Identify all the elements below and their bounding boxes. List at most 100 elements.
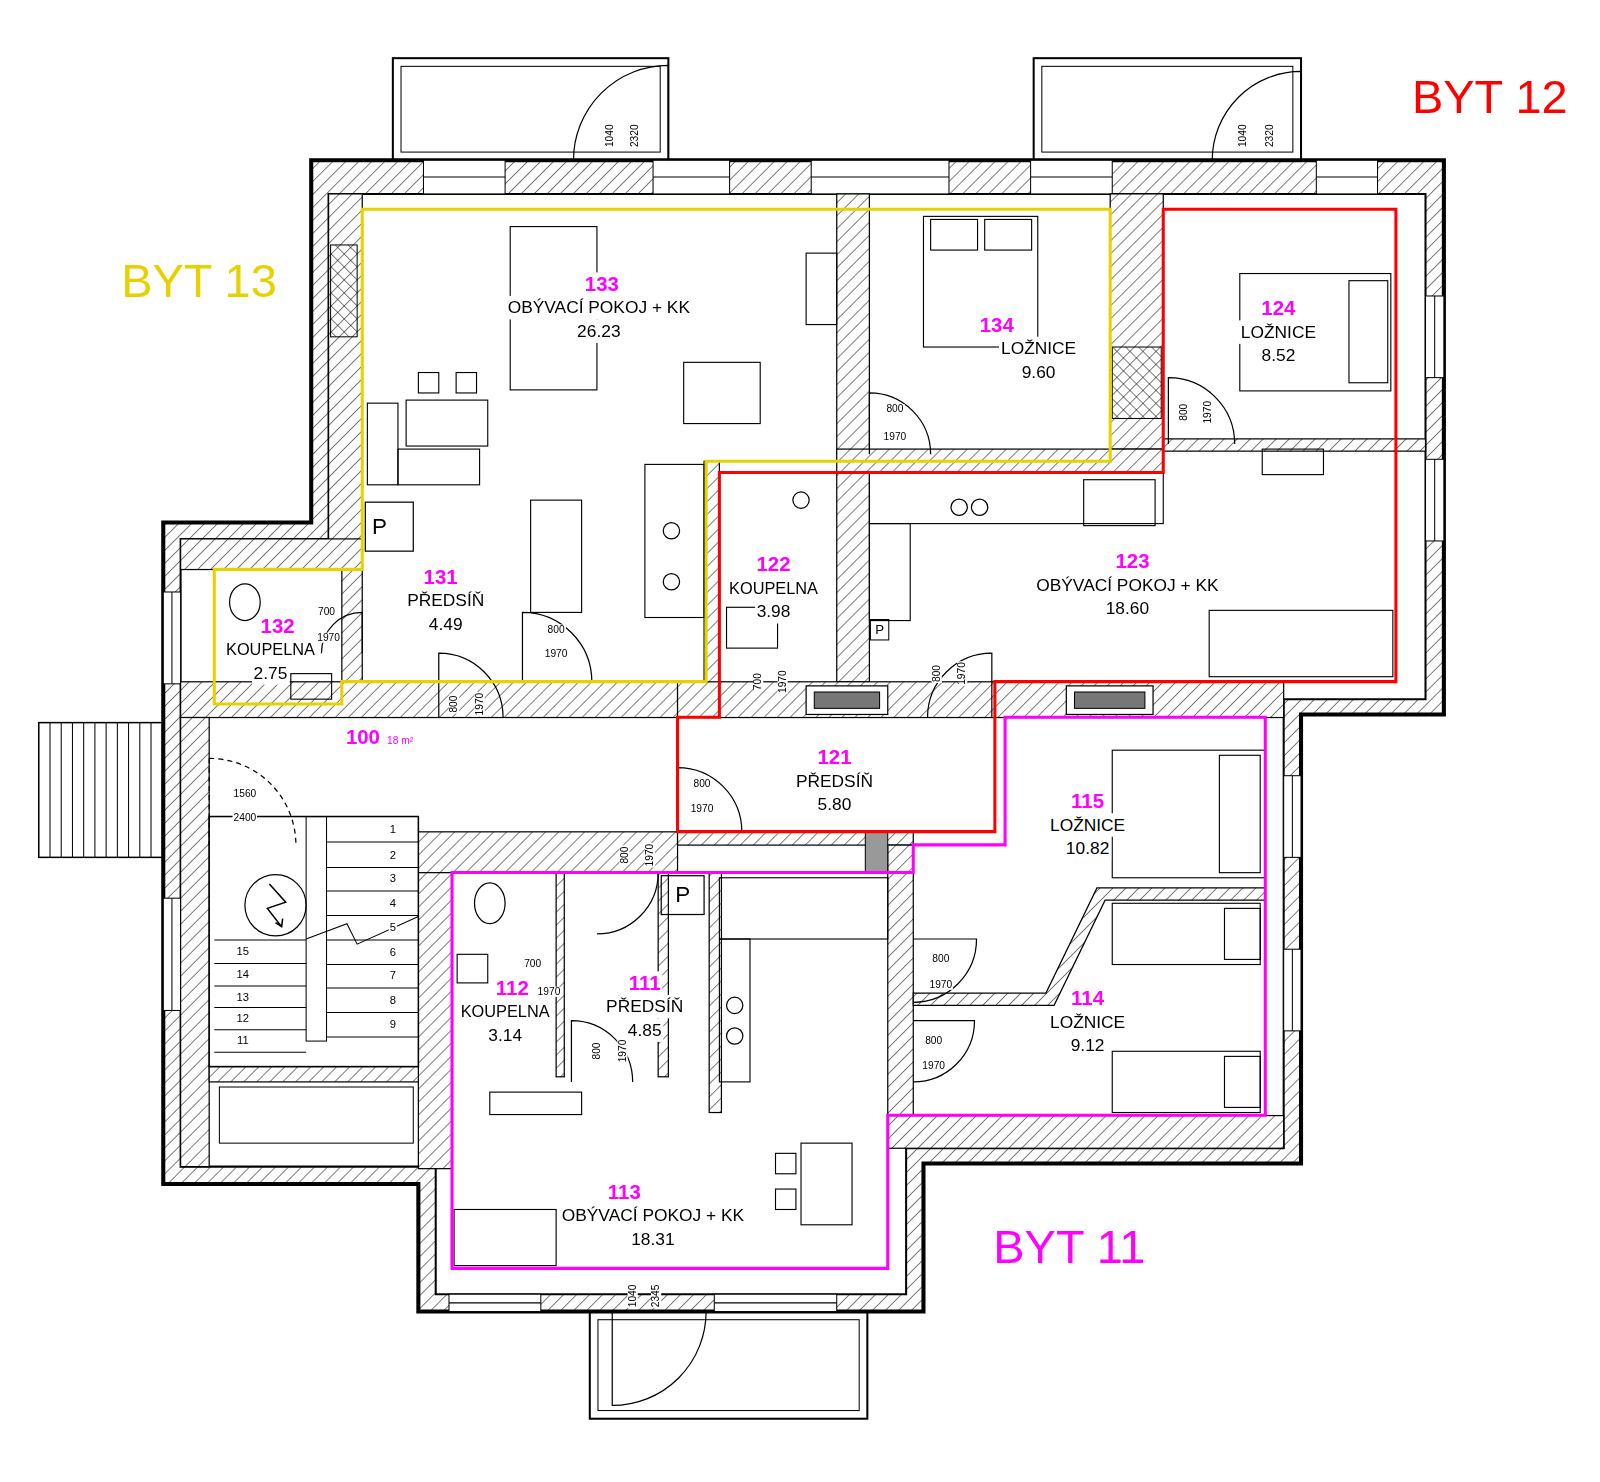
- room-area-box: 132KOUPELNA2.75: [224, 614, 317, 684]
- room-area-box: 115LOŽNICE10.82: [1048, 789, 1127, 859]
- dimension-label: 1970: [474, 692, 484, 717]
- door-swing: [1168, 378, 1234, 444]
- room-area: 4.85: [626, 1018, 664, 1041]
- shaft: [331, 245, 358, 337]
- interior-wall: [418, 873, 452, 1169]
- landing: [219, 1087, 413, 1143]
- balcony-rail: [401, 66, 660, 152]
- dimension-label: 700: [753, 672, 763, 691]
- window-glass: [171, 592, 172, 684]
- furniture: [1219, 755, 1260, 872]
- step-line: [128, 723, 129, 858]
- furniture: [1224, 1056, 1260, 1107]
- toilet: [474, 883, 505, 924]
- window-glass: [714, 1302, 836, 1303]
- room-name: KOUPELNA: [459, 999, 552, 1022]
- stair-step: [327, 867, 419, 868]
- furniture: [801, 1143, 852, 1225]
- dimension-label: 1970: [778, 669, 788, 694]
- furniture: [931, 219, 978, 250]
- room-name: LOŽNICE: [1239, 320, 1318, 343]
- door-swing: [913, 939, 976, 1002]
- window: [163, 592, 180, 684]
- dimension-label: 1040: [628, 1284, 638, 1309]
- dimension-label: 1970: [883, 432, 908, 442]
- entrance-steps: [39, 723, 174, 858]
- apartment-outline: [452, 717, 1265, 1268]
- stair-break-line: [306, 917, 418, 945]
- room-name: LOŽNICE: [1048, 1010, 1127, 1033]
- chimney: [865, 832, 887, 873]
- window-glass: [423, 177, 505, 178]
- window: [1284, 776, 1301, 858]
- furniture: [457, 954, 488, 983]
- stair-step-number: 7: [389, 970, 397, 981]
- furniture: [1084, 480, 1155, 526]
- interior-wall: [181, 718, 210, 1167]
- stair-step: [327, 940, 419, 941]
- window: [714, 1294, 836, 1311]
- apartment-outline: [214, 209, 1110, 704]
- room-area: 18.31: [629, 1227, 676, 1250]
- furniture: [418, 373, 438, 393]
- balcony: [393, 58, 669, 160]
- apartment-outline: [452, 717, 1265, 1268]
- room-area: 8.52: [1259, 343, 1297, 366]
- room-area-box: 111PŘEDSÍŇ4.85: [604, 971, 685, 1041]
- dimension-label: 1970: [617, 1039, 627, 1064]
- window: [653, 160, 730, 194]
- stair-step-number: 14: [236, 969, 251, 980]
- interior-wall: [181, 682, 678, 718]
- stair-step-number: 12: [236, 1013, 251, 1024]
- window-glass: [1434, 459, 1435, 541]
- shaft-symbol: P: [674, 884, 691, 906]
- window: [811, 160, 949, 194]
- interior-wall: [888, 845, 914, 1115]
- chimney-flue: [1074, 692, 1144, 708]
- corridor-number: 100: [344, 726, 382, 749]
- stair-step: [327, 987, 419, 988]
- dimension-label: 700: [523, 959, 542, 969]
- balcony-rail: [1042, 66, 1293, 152]
- furniture: [406, 400, 488, 446]
- stair-step-number: 15: [236, 945, 251, 956]
- window-glass: [811, 177, 949, 178]
- room-number: 132: [259, 614, 297, 637]
- dimension-label: 800: [592, 1041, 602, 1060]
- furniture: [776, 1189, 796, 1209]
- apartment-zone: BYT 11115LOŽNICE10.82112KOUPELNA3.14111P…: [452, 717, 1265, 1268]
- window: [1031, 160, 1113, 194]
- room-area-box: 121PŘEDSÍŇ5.80: [794, 745, 875, 815]
- interior-wall: [329, 194, 363, 570]
- stair-step-number: 4: [389, 897, 397, 908]
- door-swing: [1212, 71, 1301, 160]
- room-name: LOŽNICE: [999, 336, 1078, 359]
- room-area-box: 114LOŽNICE9.12: [1048, 986, 1127, 1056]
- stair-step: [214, 985, 306, 986]
- room-area-box: 134LOŽNICE9.60: [999, 313, 1078, 383]
- step-line: [139, 723, 140, 858]
- dimension-label: 1970: [957, 661, 967, 686]
- room-name: OBÝVACÍ POKOJ + KK: [560, 1204, 746, 1227]
- dimension-label: 1970: [921, 1061, 946, 1071]
- room-number: 112: [494, 976, 531, 999]
- dimension-label: 800: [547, 624, 566, 634]
- door-swing: [573, 65, 668, 160]
- stair-step: [327, 964, 419, 965]
- stair-step-number: 3: [389, 873, 397, 884]
- furniture: [1224, 908, 1260, 959]
- room-name: PŘEDSÍŇ: [604, 994, 685, 1017]
- door-swing: [869, 393, 930, 454]
- dimension-label: 2345: [651, 1284, 661, 1309]
- shaft-symbol: P: [874, 623, 885, 636]
- door-swing: [522, 612, 591, 681]
- room-number: 123: [1113, 549, 1151, 572]
- window-glass: [1031, 177, 1113, 178]
- furniture: [684, 362, 761, 423]
- stair-step: [327, 915, 419, 916]
- dimension-label: 800: [931, 954, 950, 964]
- furniture: [398, 449, 480, 485]
- chimney: [1066, 686, 1153, 715]
- dimension-label: 1560: [233, 789, 258, 799]
- stair-step: [327, 1036, 419, 1037]
